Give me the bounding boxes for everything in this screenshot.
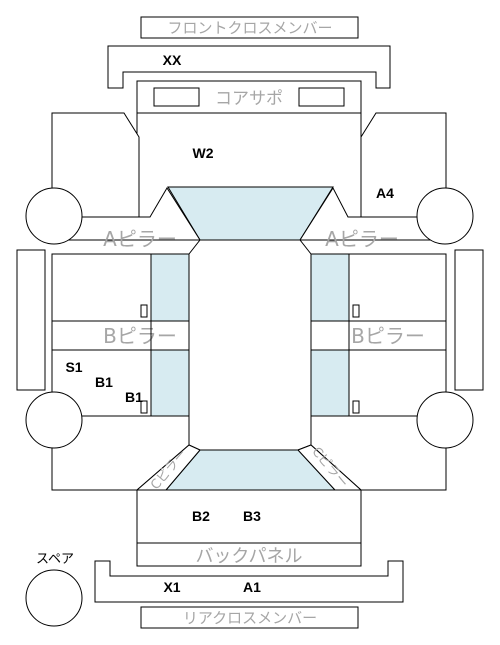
- rear-left-wheel[interactable]: [25, 391, 83, 449]
- left-side-step[interactable]: [16, 249, 46, 391]
- left-front-handle[interactable]: [140, 304, 148, 318]
- mark-b3: B3: [243, 508, 261, 524]
- roof[interactable]: [188, 239, 312, 451]
- mark-xx: XX: [163, 52, 182, 68]
- right-rear-window[interactable]: [310, 349, 350, 417]
- rear-bumper[interactable]: [94, 560, 404, 603]
- right-headlight[interactable]: [298, 87, 345, 107]
- front-left-wheel[interactable]: [25, 187, 83, 245]
- core-support-label: コアサポ: [215, 89, 283, 109]
- spare-tire[interactable]: [25, 569, 83, 627]
- right-front-window[interactable]: [310, 253, 350, 322]
- b-pillar-right-label: Bピラー: [351, 324, 425, 348]
- left-rear-handle[interactable]: [140, 400, 148, 414]
- spare-label: スペア: [36, 552, 74, 567]
- back-panel-label: バックパネル: [195, 546, 302, 567]
- back-panel-box[interactable]: [136, 542, 362, 567]
- right-front-handle[interactable]: [352, 304, 360, 318]
- a-pillar-left-label: Aピラー: [103, 227, 177, 251]
- front-bumper[interactable]: [107, 45, 391, 89]
- mark-x1: X1: [163, 579, 180, 595]
- trunk-lid[interactable]: [136, 489, 362, 544]
- b-pillar-left-label: Bピラー: [103, 324, 177, 348]
- right-side-step[interactable]: [454, 249, 484, 391]
- rear-cross-member-label: リアクロスメンバー: [183, 609, 317, 627]
- left-headlight[interactable]: [153, 87, 200, 107]
- mark-b1-lower: B1: [125, 389, 143, 405]
- rear-cross-member-box[interactable]: [140, 606, 359, 629]
- front-cross-member-label: フロントクロスメンバー: [167, 19, 332, 37]
- mark-w2: W2: [193, 145, 214, 161]
- mark-a4: A4: [376, 185, 394, 201]
- b-pillar-left-band[interactable]: [51, 320, 190, 351]
- a-pillar-right-label: Aピラー: [325, 227, 399, 251]
- mark-a1: A1: [243, 579, 261, 595]
- right-rear-handle[interactable]: [352, 400, 360, 414]
- b-pillar-right-band[interactable]: [310, 320, 447, 351]
- rear-right-wheel[interactable]: [416, 391, 474, 449]
- left-front-window[interactable]: [150, 253, 190, 322]
- front-cross-member-box[interactable]: [140, 16, 359, 39]
- mark-b2: B2: [192, 508, 210, 524]
- mark-b1-upper: B1: [95, 374, 113, 390]
- left-rear-window[interactable]: [150, 349, 190, 417]
- mark-s1: S1: [65, 359, 82, 375]
- front-right-wheel[interactable]: [416, 187, 474, 245]
